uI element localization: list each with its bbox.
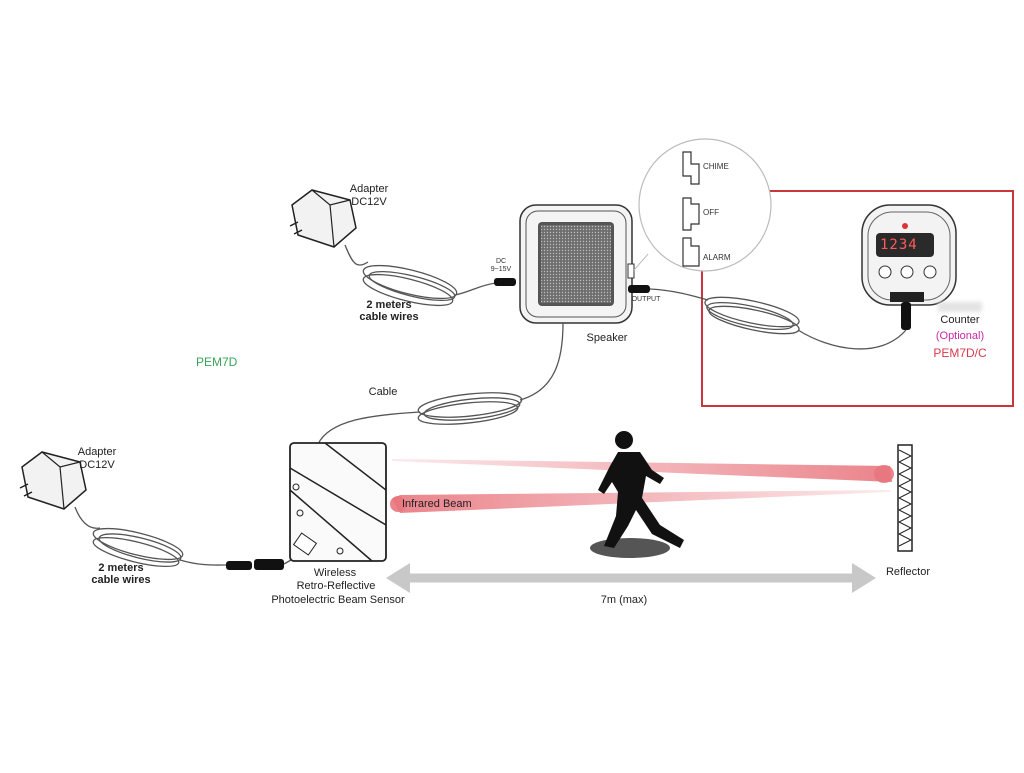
sensor-label-2: Retro-Reflective bbox=[296, 580, 376, 592]
switch-option-alarm: ALARM bbox=[703, 253, 731, 262]
adapter-top-voltage: DC12V bbox=[351, 196, 387, 208]
adapter-left-label: Adapter bbox=[77, 446, 117, 458]
cable-label: Cable bbox=[368, 386, 398, 398]
counter-blurred-text bbox=[938, 302, 982, 312]
counter-label: Counter bbox=[940, 314, 980, 326]
adapter-left-icon bbox=[19, 451, 87, 510]
model-main-label: PEM7D bbox=[196, 355, 238, 369]
output-plug bbox=[628, 285, 650, 293]
cable-wires-top-1: 2 meters bbox=[366, 299, 412, 311]
cable-wires-left-2: cable wires bbox=[91, 574, 151, 586]
dc-input-voltage: 9~15V bbox=[490, 266, 512, 273]
sensor-plug-a bbox=[226, 561, 252, 570]
sensor-label-1: Wireless bbox=[313, 567, 357, 579]
switch-magnifier bbox=[633, 138, 772, 272]
speaker-label: Speaker bbox=[586, 332, 628, 344]
adapter-top-icon bbox=[289, 189, 357, 248]
dc-input-label: DC bbox=[495, 258, 507, 265]
cable-wires-left-1: 2 meters bbox=[98, 562, 144, 574]
sensor-icon bbox=[289, 442, 387, 562]
dc-plug bbox=[494, 278, 516, 286]
cable-coil-counter bbox=[649, 288, 907, 350]
walking-person-icon bbox=[590, 431, 684, 558]
speaker-icon bbox=[519, 204, 635, 324]
optional-label: (Optional) bbox=[935, 330, 985, 342]
cable-wires-top-2: cable wires bbox=[359, 311, 419, 323]
reflector-icon bbox=[897, 444, 913, 552]
output-label: OUTPUT bbox=[631, 296, 661, 303]
cable-coil-top bbox=[344, 244, 497, 307]
sensor-plug-b bbox=[254, 559, 284, 570]
distance-arrow bbox=[386, 563, 876, 593]
counter-icon bbox=[861, 204, 957, 330]
counter-display: 1234 bbox=[880, 237, 918, 253]
switch-option-off: OFF bbox=[703, 208, 719, 217]
model-counter-label: PEM7D/C bbox=[933, 346, 987, 360]
reflector-label: Reflector bbox=[885, 566, 931, 578]
adapter-top-label: Adapter bbox=[349, 183, 389, 195]
infrared-beam-label: Infrared Beam bbox=[402, 498, 472, 510]
adapter-left-voltage: DC12V bbox=[79, 459, 115, 471]
sensor-label-3: Photoelectric Beam Sensor bbox=[271, 594, 405, 606]
cable-coil-left bbox=[74, 506, 227, 568]
cable-coil-sensor bbox=[317, 322, 564, 445]
switch-option-chime: CHIME bbox=[703, 162, 729, 171]
distance-label: 7m (max) bbox=[600, 594, 648, 606]
